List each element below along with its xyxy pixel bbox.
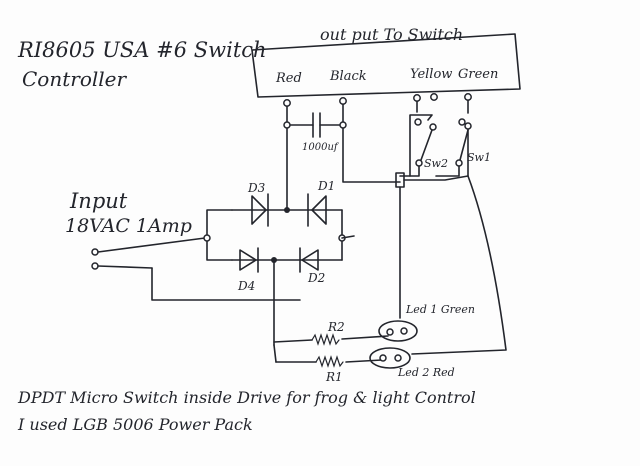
note-line-1: DPDT Micro Switch inside Drive for frog … [17, 388, 476, 407]
capacitor-label: 1000uf [302, 142, 340, 153]
led-2 [369, 347, 411, 369]
wire-resistor-rail [273, 344, 277, 363]
output-box-frame [251, 33, 521, 98]
resistor-r2-label: R2 [327, 320, 345, 334]
wire-label-black: Black [329, 69, 367, 84]
diode-d3-label: D3 [247, 181, 266, 195]
resistor-r1 [275, 355, 383, 368]
wire-label-red: Red [275, 71, 302, 86]
switch-block [395, 99, 472, 188]
title-line-2: Controller [22, 67, 127, 91]
diode-d1-label: D1 [317, 179, 335, 193]
title-line-1: RI8605 USA #6 Switch [17, 38, 267, 62]
diode-d4-label: D4 [237, 279, 255, 293]
wire-green-to-led2 [411, 175, 507, 355]
input-terminals [91, 237, 206, 270]
diode-d4 [239, 247, 259, 273]
led-1 [378, 320, 418, 342]
led-2-label: Led 2 Red [397, 366, 455, 379]
diode-d3 [251, 193, 269, 227]
wire-label-yellow: Yellow [410, 67, 452, 82]
input-label-line-1: Input [69, 189, 128, 213]
wire-black-to-switch [342, 127, 401, 183]
diode-d2 [299, 247, 319, 273]
resistor-r1-label: R1 [325, 370, 343, 384]
diode-d2-label: D2 [307, 271, 325, 285]
bridge-rectifier [151, 207, 355, 301]
led-1-label: Led 1 Green [405, 303, 475, 316]
capacitor-symbol [283, 112, 347, 138]
switch-2-label: Sw2 [424, 157, 448, 170]
switch-1-label: Sw1 [467, 151, 491, 164]
note-line-2: I used LGB 5006 Power Pack [17, 415, 253, 434]
input-label-line-2: 18VAC 1Amp [65, 215, 192, 237]
resistor-r2 [273, 333, 389, 346]
wire-label-green: Green [458, 67, 498, 82]
diode-d1 [307, 193, 327, 227]
